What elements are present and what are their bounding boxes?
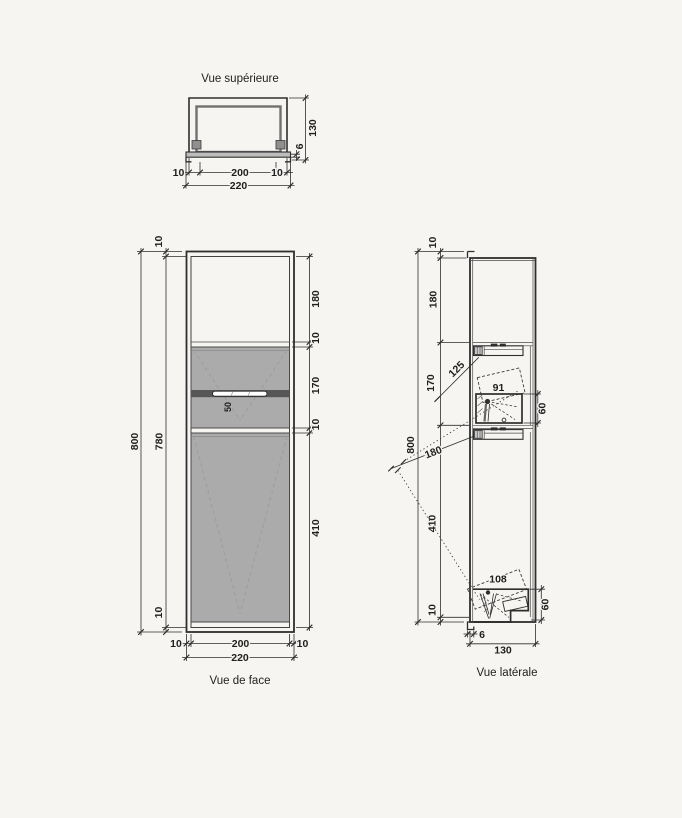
side-body bbox=[469, 257, 537, 623]
side-view: 91 60 bbox=[387, 235, 553, 679]
dim-bottom-section: 410 bbox=[427, 515, 439, 533]
upper-mechanism-box bbox=[475, 393, 523, 424]
dim-middle-section: 170 bbox=[425, 374, 437, 392]
front-upper-door-panel: 50 bbox=[190, 346, 290, 429]
side-left-dims: 800 10 180 170 410 10 bbox=[404, 235, 469, 626]
dim-total-width: 220 bbox=[231, 652, 249, 664]
dim-total-width: 220 bbox=[230, 180, 248, 192]
dim-upper-opening: 125 bbox=[446, 359, 467, 380]
dim-top-gap: 10 bbox=[427, 237, 439, 249]
top-view-outer-frame bbox=[188, 97, 288, 157]
pivot-point bbox=[485, 590, 491, 595]
dim-lower-box-height: 60 bbox=[540, 599, 552, 611]
bottom-flange bbox=[466, 621, 475, 631]
front-left-dims: 800 780 10 10 bbox=[128, 234, 186, 636]
dim-total-height: 800 bbox=[405, 436, 417, 454]
funnel bbox=[479, 593, 497, 619]
top-view-inner-frame bbox=[195, 105, 282, 154]
dim-flange-offset: 6 bbox=[479, 629, 485, 641]
plate-end-hooks bbox=[185, 157, 292, 163]
dim-right-margin: 10 bbox=[271, 167, 283, 179]
dim-lower-door: 410 bbox=[310, 519, 322, 537]
side-bottom-dims: 6 130 bbox=[463, 624, 540, 658]
top-view-right-dims: 130 6 bbox=[289, 94, 320, 164]
top-view-title: Vue supérieure bbox=[201, 73, 279, 85]
dim-left-margin: 10 bbox=[173, 167, 185, 179]
upper-door-open-outline bbox=[476, 367, 526, 404]
slot-ticks bbox=[230, 391, 251, 397]
dim-top-section: 180 bbox=[310, 290, 322, 308]
front-lower-door-panel bbox=[190, 432, 290, 623]
dim-top-section: 180 bbox=[428, 291, 440, 309]
hinge-clip-left bbox=[191, 140, 202, 150]
latch-dash bbox=[499, 427, 506, 431]
dim-bottom-gap: 10 bbox=[153, 607, 165, 619]
top-view-bottom-dims: 10 200 10 220 bbox=[171, 158, 295, 193]
latch-dash bbox=[490, 343, 498, 347]
front-bottom-dims: 10 200 10 220 bbox=[169, 634, 310, 665]
front-view: 50 800 780 10 10 180 10 bbox=[128, 234, 324, 687]
latch-dash bbox=[499, 343, 506, 347]
lower-tray bbox=[472, 427, 524, 440]
front-right-dims: 180 10 170 10 410 bbox=[292, 253, 323, 631]
dim-left-margin: 10 bbox=[170, 638, 182, 650]
hinge-clip-right bbox=[275, 140, 286, 150]
dim-top-gap: 10 bbox=[153, 236, 165, 248]
front-outer-frame bbox=[185, 250, 295, 633]
lower-box-height-dim: 60 bbox=[529, 585, 553, 624]
dim-total-height: 800 bbox=[129, 433, 141, 451]
dim-depth: 130 bbox=[494, 645, 512, 657]
side-view-title: Vue latérale bbox=[477, 667, 538, 679]
upper-door-swing-line bbox=[403, 390, 518, 462]
dim-inner-width: 200 bbox=[232, 638, 250, 650]
dim-bottom-gap: 10 bbox=[427, 604, 439, 616]
lower-door-swing-line bbox=[397, 470, 480, 600]
dim-right-margin: 10 bbox=[297, 638, 309, 650]
dim-inner-height: 780 bbox=[154, 433, 166, 451]
hinge-block-lower bbox=[474, 430, 483, 439]
dim-upper-box-height: 60 bbox=[537, 403, 549, 415]
top-view-front-plate bbox=[185, 151, 292, 158]
paper-slot bbox=[212, 390, 268, 397]
dim-upper-door-depth: 91 bbox=[493, 382, 505, 394]
upper-tray bbox=[472, 343, 524, 357]
lower-mechanism-box bbox=[473, 588, 530, 623]
dim-divider2: 10 bbox=[310, 419, 322, 431]
dim-depth: 130 bbox=[307, 119, 319, 137]
dim-divider: 10 bbox=[310, 332, 322, 344]
latch-dash bbox=[490, 427, 498, 431]
lower-door-open-outline bbox=[466, 568, 528, 610]
flap-plate bbox=[502, 595, 529, 612]
dim-lower-door-depth: 108 bbox=[489, 574, 507, 586]
dim-slot: 50 bbox=[223, 402, 233, 412]
front-view-title: Vue de face bbox=[210, 675, 271, 687]
upper-box-height-dim: 60 bbox=[523, 390, 550, 427]
dim-plate-thickness: 6 bbox=[294, 143, 306, 149]
dim-inner-width: 200 bbox=[231, 167, 249, 179]
roller bbox=[501, 417, 507, 423]
dim-upper-door: 170 bbox=[310, 377, 322, 395]
hinge-block-upper bbox=[474, 346, 483, 355]
top-view: Vue supérieure 130 6 10 200 10 220 bbox=[171, 73, 320, 193]
top-flange bbox=[466, 250, 475, 258]
